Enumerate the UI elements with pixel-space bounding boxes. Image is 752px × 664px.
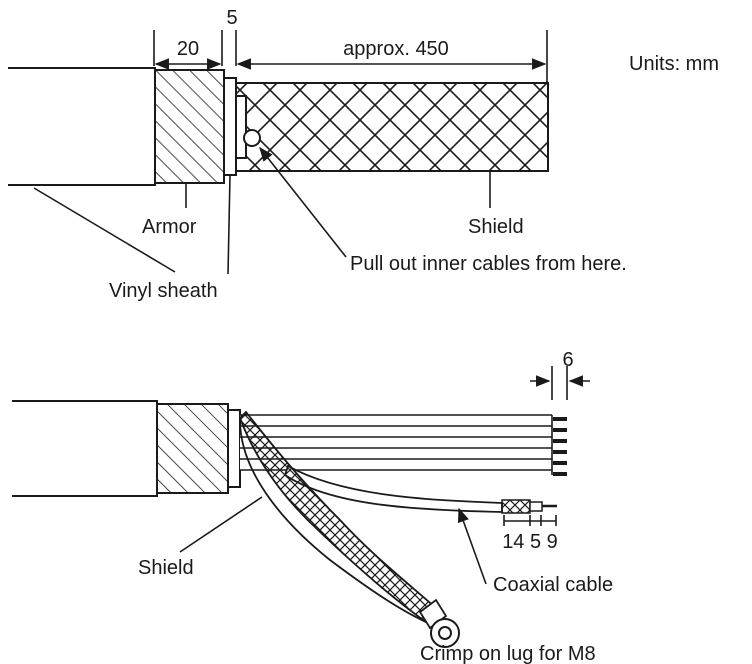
shield-section	[235, 82, 549, 172]
coax-braid	[501, 499, 531, 514]
dim-shield-text: approx. 450	[343, 38, 449, 60]
shield-collar	[235, 95, 247, 159]
label-armor: Armor	[142, 216, 197, 238]
pull-out-hole	[243, 129, 261, 147]
armor-section	[154, 69, 225, 184]
inner-sheath-section	[223, 77, 237, 176]
coaxial-cable	[283, 464, 557, 514]
label-crimp-lug: Crimp on lug for M8	[420, 643, 596, 664]
label-shield-top: Shield	[468, 216, 524, 238]
label-pull-out: Pull out inner cables from here.	[350, 253, 627, 275]
shield-braid-bottom	[238, 410, 460, 648]
coax-insulator	[529, 501, 543, 512]
units-label: Units: mm	[629, 53, 719, 75]
label-vinyl-sheath: Vinyl sheath	[109, 280, 218, 302]
vinyl-sheath-body	[8, 67, 156, 186]
vinyl-sheath-body-bottom	[12, 400, 158, 497]
bottom-leaders	[179, 496, 487, 585]
bottom-dimensions: 6 14 5 9	[502, 349, 590, 553]
inner-wires	[240, 414, 567, 476]
top-leaders	[33, 146, 491, 275]
bottom-cable	[12, 400, 567, 648]
dim-wire-end-text: 6	[562, 349, 573, 371]
armor-section-bottom	[156, 403, 229, 494]
dim-coax-text: 14 5 9	[502, 531, 558, 553]
dim-sheath-text: 5	[226, 7, 237, 29]
label-shield-bottom: Shield	[138, 557, 194, 579]
lug-barrel	[418, 598, 448, 630]
label-coaxial-cable: Coaxial cable	[493, 574, 613, 596]
inner-sheath-bottom	[227, 409, 241, 488]
dim-armor-text: 20	[177, 38, 199, 60]
top-dimensions: 20 5 approx. 450	[153, 7, 548, 84]
top-cable	[8, 67, 549, 186]
